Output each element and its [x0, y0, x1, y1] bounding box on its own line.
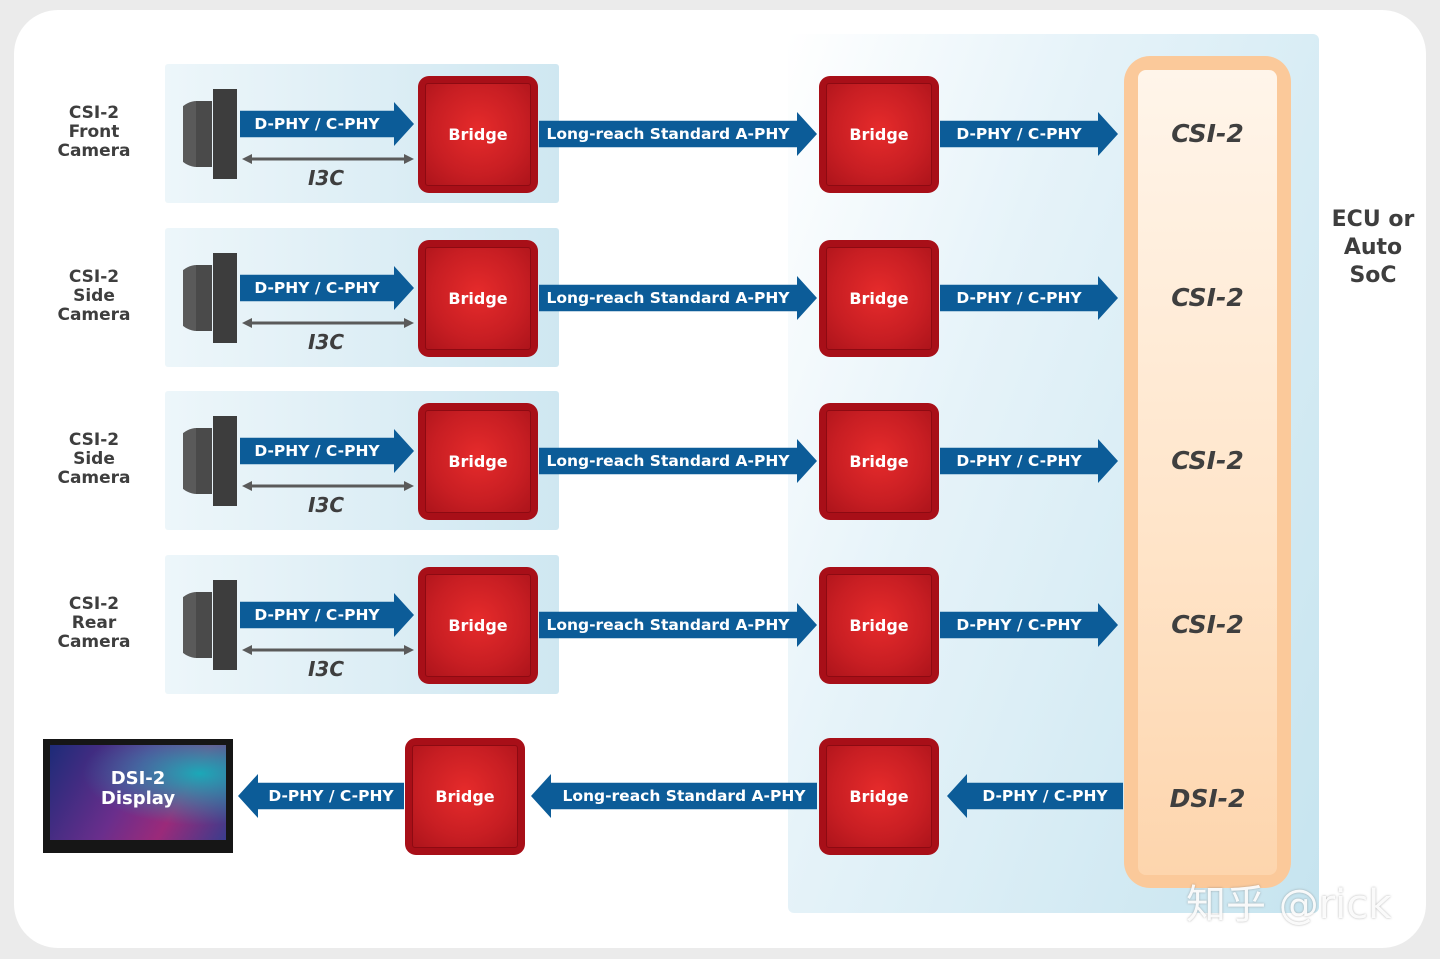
bridge-chip-camera-side: Bridge [418, 240, 538, 357]
dsi2-display: DSI-2 Display [43, 739, 233, 853]
camera-label: CSI-2 Side Camera [57, 267, 131, 325]
camera-label: CSI-2 Front Camera [57, 103, 131, 161]
soc-label: ECU or Auto SoC [1331, 207, 1415, 288]
soc-port-csi2-3: CSI-2 [1171, 446, 1244, 475]
soc-port-bar-inner [1138, 70, 1277, 875]
bridge-label: Bridge [849, 616, 909, 635]
soc-port-csi2-1: CSI-2 [1171, 119, 1244, 148]
soc-port-csi2-2: CSI-2 [1171, 283, 1244, 312]
camera-label: CSI-2 Rear Camera [57, 594, 131, 652]
i3c-label: I3C [307, 657, 345, 681]
bridge-chip-ecu-side: Bridge [819, 403, 939, 520]
bridge-label: Bridge [448, 289, 508, 308]
bridge-chip-camera-side: Bridge [418, 567, 538, 684]
i3c-label: I3C [307, 330, 345, 354]
bridge-label: Bridge [448, 125, 508, 144]
camera-lens-icon [183, 580, 237, 670]
bridge-chip-camera-side: Bridge [418, 403, 538, 520]
bridge-chip-ecu-side: Bridge [819, 567, 939, 684]
bridge-label: Bridge [849, 125, 909, 144]
i3c-bidirectional-arrow [242, 318, 414, 328]
bridge-label: Bridge [448, 452, 508, 471]
bridge-label: Bridge [849, 452, 909, 471]
camera-lens-icon [183, 416, 237, 506]
i3c-bidirectional-arrow [242, 154, 414, 164]
bridge-label: Bridge [849, 787, 909, 806]
bridge-chip-camera-side: Bridge [418, 76, 538, 193]
display-label: DSI-2 Display [100, 768, 176, 809]
soc-port-csi2-4: CSI-2 [1171, 610, 1244, 639]
i3c-bidirectional-arrow [242, 645, 414, 655]
bridge-chip-ecu-side: Bridge [819, 738, 939, 855]
bridge-chip-ecu-side: Bridge [819, 76, 939, 193]
bridge-chip-display-side: Bridge [405, 738, 525, 855]
i3c-bidirectional-arrow [242, 481, 414, 491]
display-screen [50, 745, 226, 840]
bridge-label: Bridge [849, 289, 909, 308]
i3c-label: I3C [307, 493, 345, 517]
camera-label: CSI-2 Side Camera [57, 430, 131, 488]
bridge-label: Bridge [448, 616, 508, 635]
watermark: 知乎 @rick [1186, 882, 1392, 928]
camera-lens-icon [183, 89, 237, 179]
bridge-chip-ecu-side: Bridge [819, 240, 939, 357]
i3c-label: I3C [307, 166, 345, 190]
bridge-label: Bridge [435, 787, 495, 806]
soc-port-dsi2: DSI-2 [1169, 784, 1246, 813]
camera-lens-icon [183, 253, 237, 343]
